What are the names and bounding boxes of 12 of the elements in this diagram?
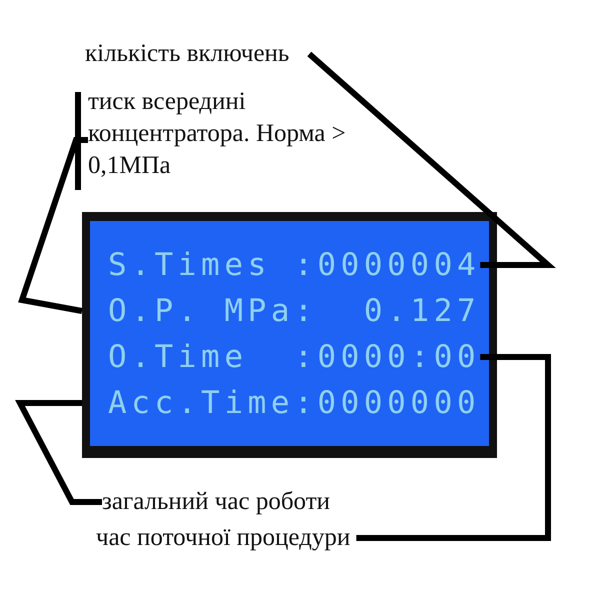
annotation-text: час поточної процедури <box>96 522 350 554</box>
leader-line <box>307 52 556 268</box>
display-readout: S.Times :0000004 <box>82 242 497 288</box>
lcd-display <box>82 212 497 458</box>
annotation-text: загальний час роботи <box>102 486 330 518</box>
display-readout: O.Time :0000:00 <box>82 334 497 380</box>
annotation-text: тиск всередині концентратора. Норма > 0,1МПа <box>88 86 388 182</box>
annotation-text: кількість включень <box>85 38 290 70</box>
leader-line <box>15 400 102 505</box>
leader-line <box>356 354 551 541</box>
display-readout: Acc.Time:0000000 <box>82 380 497 426</box>
display-readout: O.P. MPa: 0.127 <box>82 288 497 334</box>
